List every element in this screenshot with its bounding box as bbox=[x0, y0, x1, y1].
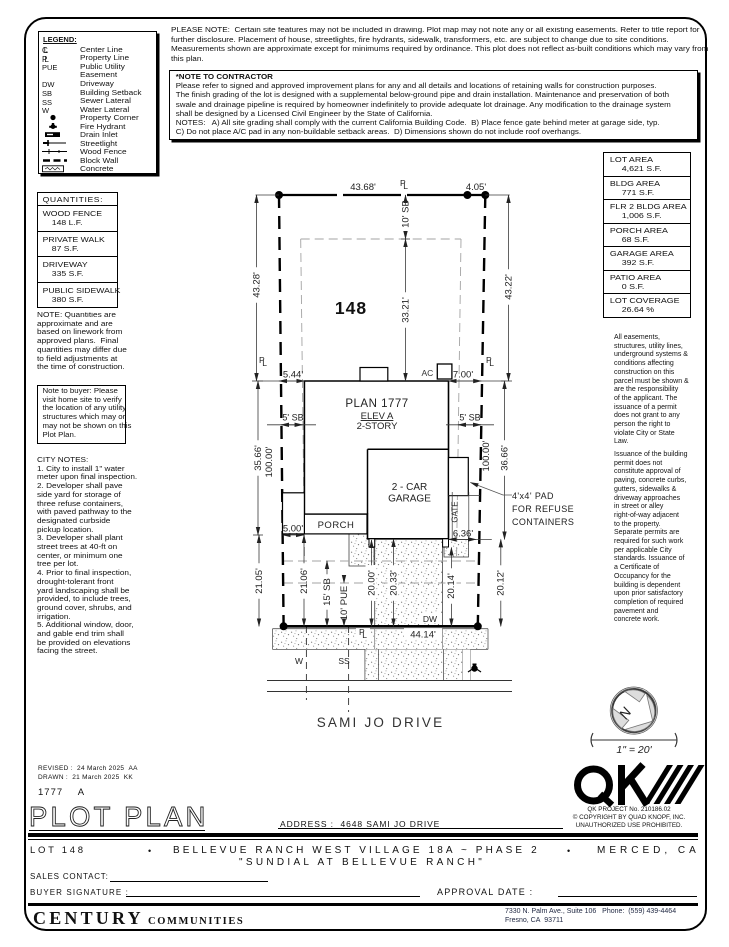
svg-text:GARAGE: GARAGE bbox=[388, 494, 431, 505]
svg-text:L: L bbox=[262, 358, 267, 368]
svg-text:5' SB: 5' SB bbox=[459, 413, 480, 423]
svg-text:W: W bbox=[295, 656, 303, 666]
svg-text:5' SB: 5' SB bbox=[282, 413, 303, 423]
svg-text:44.14': 44.14' bbox=[410, 630, 436, 641]
svg-text:CONTAINERS: CONTAINERS bbox=[512, 517, 574, 527]
svg-text:20.33': 20.33' bbox=[388, 570, 399, 596]
svg-text:L: L bbox=[403, 181, 408, 191]
svg-text:100.00': 100.00' bbox=[264, 446, 275, 477]
svg-text:2 - CAR: 2 - CAR bbox=[392, 482, 428, 493]
svg-text:SAMI JO DRIVE: SAMI JO DRIVE bbox=[317, 715, 445, 730]
svg-text:© COPYRIGHT BY QUAD KNOPF, INC: © COPYRIGHT BY QUAD KNOPF, INC. bbox=[573, 813, 686, 821]
svg-text:33.21': 33.21' bbox=[400, 297, 411, 323]
svg-text:20.12': 20.12' bbox=[496, 570, 507, 596]
svg-text:43.68': 43.68' bbox=[350, 182, 376, 193]
svg-text:10' PUE: 10' PUE bbox=[339, 586, 350, 621]
svg-text:4.05': 4.05' bbox=[466, 182, 486, 193]
svg-text:10' SB: 10' SB bbox=[400, 200, 411, 228]
svg-text:7.00': 7.00' bbox=[453, 370, 473, 381]
svg-text:P: P bbox=[259, 355, 265, 365]
svg-text:UNAUTHORIZED USE PROHIBITED.: UNAUTHORIZED USE PROHIBITED. bbox=[576, 822, 683, 829]
svg-text:20.14': 20.14' bbox=[446, 573, 457, 599]
svg-text:5.44': 5.44' bbox=[283, 370, 303, 381]
svg-text:43.22': 43.22' bbox=[503, 274, 514, 300]
svg-text:SS: SS bbox=[338, 656, 350, 666]
svg-text:2-STORY: 2-STORY bbox=[357, 421, 398, 432]
svg-text:QK PROJECT No. 210186.02: QK PROJECT No. 210186.02 bbox=[587, 806, 671, 813]
svg-text:L: L bbox=[489, 358, 494, 368]
svg-text:15' SB: 15' SB bbox=[322, 578, 333, 606]
svg-text:GATE: GATE bbox=[451, 501, 460, 522]
svg-text:20.00': 20.00' bbox=[366, 570, 377, 596]
svg-text:P: P bbox=[400, 178, 406, 188]
svg-text:DW: DW bbox=[423, 614, 437, 624]
svg-text:L: L bbox=[362, 630, 367, 640]
svg-text:PORCH: PORCH bbox=[318, 520, 355, 531]
svg-text:43.28': 43.28' bbox=[251, 272, 262, 298]
svg-text:FOR REFUSE: FOR REFUSE bbox=[512, 504, 574, 514]
svg-text:1" = 20': 1" = 20' bbox=[616, 744, 652, 756]
svg-text:6.36': 6.36' bbox=[453, 529, 473, 540]
svg-text:21.05': 21.05' bbox=[254, 568, 265, 594]
svg-text:100.00': 100.00' bbox=[481, 440, 492, 471]
svg-text:148: 148 bbox=[335, 298, 367, 318]
svg-text:35.66': 35.66' bbox=[253, 445, 264, 471]
svg-text:5.00': 5.00' bbox=[283, 524, 303, 535]
svg-text:AC: AC bbox=[422, 368, 434, 378]
svg-text:36.66': 36.66' bbox=[499, 445, 510, 471]
svg-text:P: P bbox=[359, 627, 365, 637]
svg-text:P: P bbox=[486, 355, 492, 365]
svg-text:ELEV A: ELEV A bbox=[361, 411, 394, 422]
svg-text:4'x4' PAD: 4'x4' PAD bbox=[512, 491, 554, 501]
svg-text:PLAN 1777: PLAN 1777 bbox=[345, 398, 408, 410]
svg-text:21.06': 21.06' bbox=[299, 568, 310, 594]
